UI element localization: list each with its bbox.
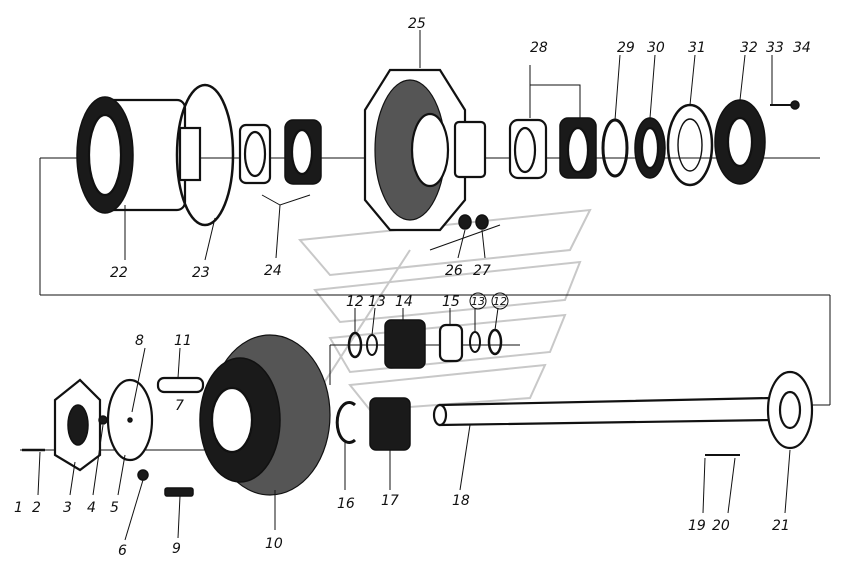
label-1: 1: [14, 500, 23, 516]
part-29-washer: [601, 118, 629, 178]
label-9: 9: [172, 541, 181, 557]
label-15: 15: [442, 294, 460, 310]
part-16-snap-ring: [335, 401, 357, 444]
label-29: 29: [617, 40, 635, 56]
label-31: 31: [688, 40, 706, 56]
label-21: 21: [772, 518, 790, 534]
part-21-flange: [766, 370, 814, 450]
part-number-labels: 22 23 24 25 26 27 28 29 30 31 32 33 34 1…: [14, 16, 811, 559]
label-27: 27: [473, 263, 491, 279]
label-19: 19: [688, 518, 706, 534]
part-23-seal-ring: [175, 83, 235, 227]
part-12-15-planet-set: [347, 319, 503, 369]
label-12-circled: 12: [493, 295, 507, 308]
label-4: 4: [87, 500, 96, 516]
label-33: 33: [766, 40, 784, 56]
part-31-lock-plate: [666, 103, 714, 187]
label-2: 2: [32, 500, 41, 516]
label-7: 7: [175, 398, 184, 414]
label-8: 8: [135, 333, 144, 349]
part-11-shaft-pin: [156, 376, 205, 394]
label-24: 24: [264, 263, 282, 279]
label-32: 32: [740, 40, 758, 56]
label-5: 5: [110, 500, 119, 516]
label-3: 3: [63, 500, 72, 516]
part-5-8-gasket: [106, 378, 154, 462]
part-17-sun-gear: [369, 397, 411, 451]
part-30-ring: [634, 117, 666, 179]
label-16: 16: [337, 496, 355, 512]
part-9-valve: [164, 487, 194, 497]
label-26: 26: [445, 263, 463, 279]
label-22: 22: [110, 265, 128, 281]
label-30: 30: [647, 40, 665, 56]
part-22-ring-gear: [76, 96, 202, 214]
label-17: 17: [381, 493, 399, 509]
label-34: 34: [793, 40, 811, 56]
leader-lines: [37, 30, 791, 541]
label-13-circled: 13: [471, 295, 485, 308]
label-23: 23: [192, 265, 210, 281]
label-6: 6: [118, 543, 127, 559]
part-28-bearing-pair: [508, 117, 597, 180]
label-14: 14: [395, 294, 413, 310]
part-6-plug: [137, 469, 149, 481]
label-20: 20: [712, 518, 730, 534]
label-10: 10: [265, 536, 283, 552]
label-25: 25: [408, 16, 426, 32]
part-3-cover-plate: [53, 378, 102, 472]
label-28: 28: [530, 40, 548, 56]
label-13: 13: [368, 294, 386, 310]
part-4-pin: [98, 415, 108, 425]
label-18: 18: [452, 493, 470, 509]
part-33-34-screw: [770, 100, 800, 110]
part-25-hub-flange: [363, 68, 489, 232]
part-24-bearing: [238, 119, 322, 185]
watermark-logo: [297, 208, 592, 421]
label-12: 12: [346, 294, 364, 310]
part-10-housing: [199, 334, 331, 496]
part-32-nut: [714, 99, 766, 185]
label-11: 11: [174, 333, 192, 349]
